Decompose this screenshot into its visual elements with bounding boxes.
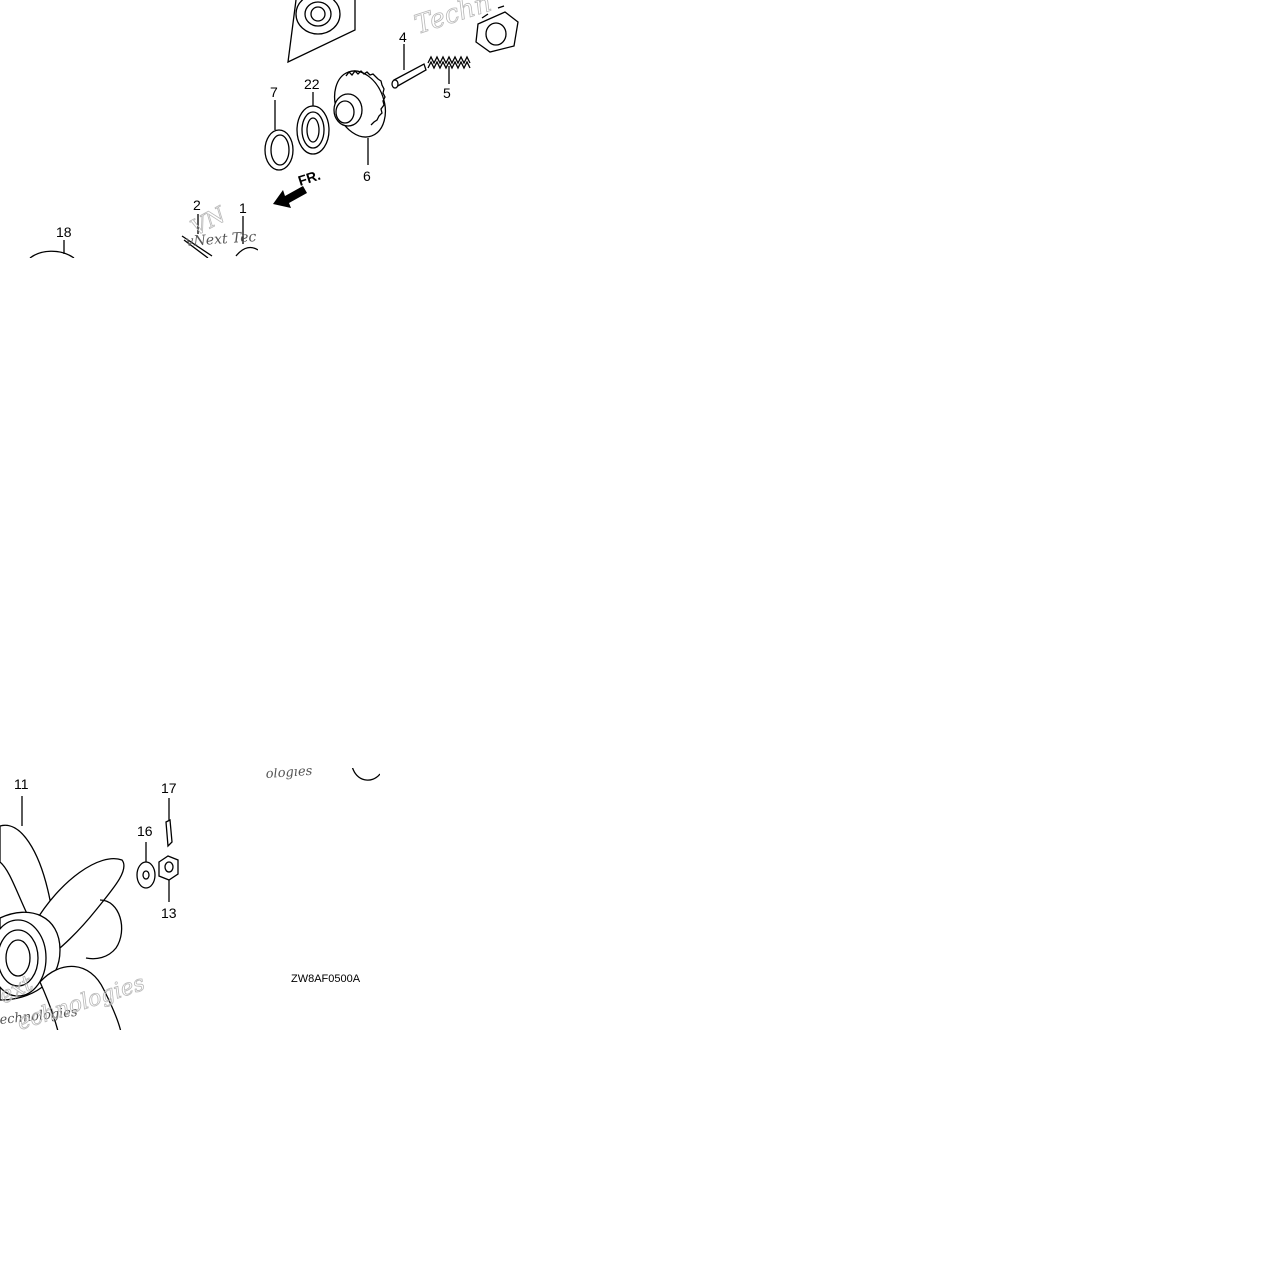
part-4-pin: [391, 44, 427, 89]
callout-18: 18: [56, 224, 72, 240]
callout-4: 4: [399, 29, 407, 45]
watermark-top-mid: vNext Tec: [185, 229, 257, 250]
part-5-spring: [427, 55, 471, 84]
clutch-dog: [475, 5, 519, 53]
part-18-ring: [29, 240, 75, 258]
lower-diagram-panel: ologies: [0, 764, 380, 1030]
callout-11: 11: [14, 776, 29, 792]
part-17-cotter-pin: [165, 798, 173, 848]
part-16-washer: [136, 842, 156, 889]
part-6-gear: [333, 70, 387, 165]
callout-17: 17: [161, 780, 177, 796]
part-7-seal: [264, 100, 294, 171]
part-22-bearing: [296, 92, 330, 155]
part-13-nut: [158, 855, 179, 902]
callout-2: 2: [193, 197, 201, 213]
housing-arc: [352, 768, 380, 781]
part-1-shaft: [235, 216, 258, 257]
upper-diagram-panel: FR. 4 5 6 7 22 Techn 2: [29, 0, 519, 258]
callout-1: 1: [239, 200, 247, 216]
callout-7: 7: [270, 84, 278, 100]
callout-16: 16: [137, 823, 153, 839]
front-arrow: FR.: [273, 167, 322, 208]
part-11-propeller: [0, 796, 125, 1030]
callout-6: 6: [363, 168, 371, 184]
callout-5: 5: [443, 85, 451, 101]
front-marker-label: FR.: [296, 167, 322, 189]
callout-13: 13: [161, 905, 177, 921]
diagram-code: ZW8AF0500A: [291, 973, 361, 985]
part-2-pin: [181, 214, 213, 258]
housing-bracket: [287, 0, 356, 64]
callout-22: 22: [304, 76, 320, 92]
watermark-bottom-mid: ologies: [265, 764, 313, 782]
